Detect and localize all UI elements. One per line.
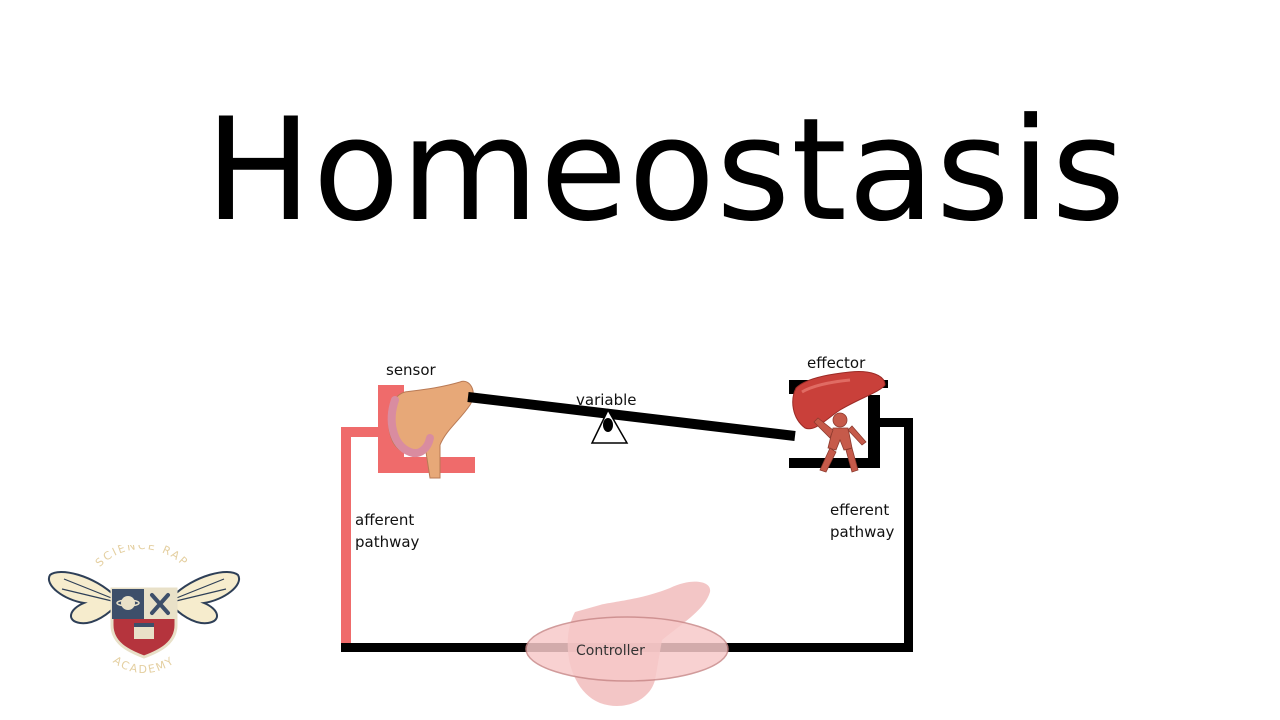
balance-beam bbox=[467, 392, 796, 441]
efferent-pathway-label: efferent pathway bbox=[830, 501, 895, 541]
sensor-label: sensor bbox=[386, 361, 436, 379]
muscle-figure-icon bbox=[813, 412, 867, 473]
controller-pancreas bbox=[525, 581, 729, 707]
variable-label: variable bbox=[576, 391, 637, 409]
effector-label: effector bbox=[807, 354, 866, 372]
logo-top-text: SCIENCE RAP bbox=[93, 545, 191, 569]
science-rap-academy-logo: SCIENCE RAP ACADEMY bbox=[47, 545, 241, 675]
wing-icon bbox=[47, 571, 241, 625]
controller-ellipse bbox=[525, 616, 729, 682]
controller-label: Controller bbox=[576, 643, 645, 659]
afferent-pathway-label: afferent pathway bbox=[355, 511, 420, 551]
shield-icon bbox=[110, 587, 178, 659]
page-title: Homeostasis bbox=[205, 88, 1127, 253]
fulcrum-icon bbox=[590, 408, 629, 444]
sensor-pancreas bbox=[387, 380, 474, 479]
effector-liver bbox=[792, 371, 886, 430]
